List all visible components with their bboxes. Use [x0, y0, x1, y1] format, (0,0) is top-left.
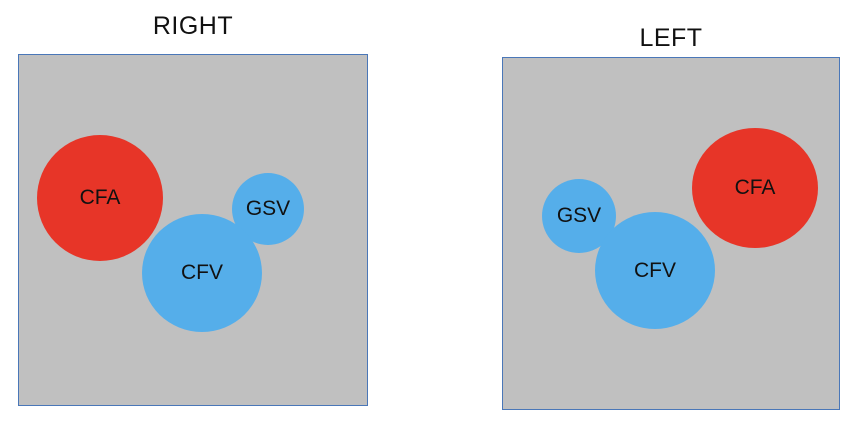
left-panel: CFA GSV CFV [502, 57, 840, 410]
right-cfa-vessel: CFA [37, 135, 163, 261]
right-panel: CFA GSV CFV [18, 54, 368, 406]
right-cfv-vessel: CFV [142, 214, 262, 332]
right-panel-title: RIGHT [152, 12, 234, 40]
left-cfv-vessel: CFV [595, 212, 715, 329]
left-gsv-vessel: GSV [542, 179, 616, 253]
left-cfa-vessel: CFA [692, 128, 818, 248]
left-panel-title: LEFT [639, 24, 703, 52]
